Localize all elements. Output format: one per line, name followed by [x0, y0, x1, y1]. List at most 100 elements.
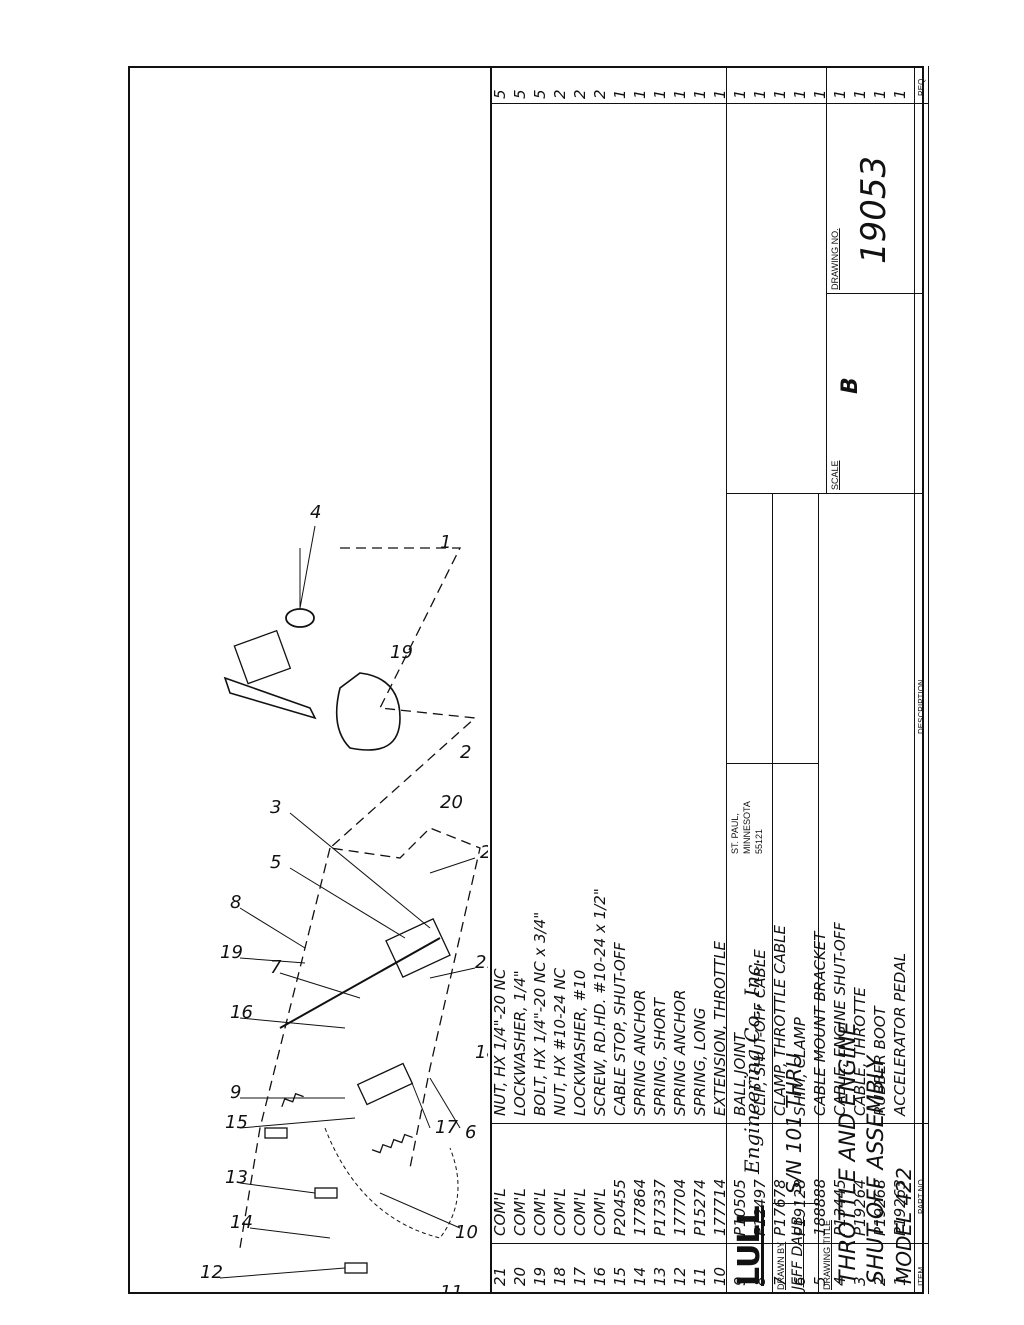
- throttle-cable-line: [279, 937, 441, 1029]
- title-line1: THROTTLE AND ENGINE: [836, 1021, 861, 1284]
- drawn-by: JEFF DAUB: [790, 1216, 806, 1290]
- callout-7: 7: [270, 957, 282, 978]
- parts-list-row: 15 P20455 CABLE STOP, SHUT-OFF 1: [610, 66, 630, 1294]
- callout-20-bottom: 20: [440, 792, 463, 813]
- required-qty: 2: [551, 89, 569, 99]
- required-qty: 5: [491, 89, 509, 99]
- item-number: 15: [611, 1266, 629, 1286]
- required-qty: 1: [691, 89, 709, 99]
- callout-19-top: 19: [220, 942, 243, 963]
- callout-13: 13: [225, 1167, 248, 1188]
- cable-mount-bracket-shape: [385, 918, 451, 978]
- callout-15: 15: [225, 1112, 248, 1133]
- fender-outline: [324, 1127, 459, 1239]
- callout-18: 18: [475, 1042, 488, 1063]
- address-line2: MINNESOTA: [742, 801, 752, 854]
- callout-12: 12: [200, 1262, 223, 1283]
- callout-5: 5: [270, 852, 281, 873]
- part-description: NUT, HX 1/4"-20 NC: [491, 968, 509, 1116]
- spring-long-shape: [371, 1133, 413, 1154]
- item-number: 17: [571, 1266, 589, 1286]
- rubber-boot-shape: [335, 672, 401, 751]
- shutoff-knob-shape: [285, 608, 315, 628]
- item-number: 13: [651, 1266, 669, 1286]
- title-block: LULL Engineering Co., Inc. ST. PAUL, MIN…: [726, 66, 924, 1294]
- callout-3: 3: [270, 797, 281, 818]
- spring-anchor-13-shape: [264, 1127, 288, 1139]
- callout-10: 10: [455, 1222, 478, 1243]
- part-number: P17337: [651, 1179, 669, 1236]
- spring-anchor-14-shape: [314, 1187, 338, 1199]
- part-description: LOCKWASHER, 1/4": [511, 970, 529, 1116]
- parts-list-row: 12 177704 SPRING ANCHOR 1: [670, 66, 690, 1294]
- required-qty: 1: [611, 89, 629, 99]
- part-number: COM'L: [591, 1188, 609, 1236]
- item-number: 12: [671, 1266, 689, 1286]
- serial-number: S/N 101 THRU: [782, 1052, 806, 1194]
- item-number: 20: [511, 1266, 529, 1286]
- address-line3: 55121: [754, 828, 764, 854]
- part-description: NUT, HX #10-24 NC: [551, 967, 569, 1116]
- callout-20-top: 20: [480, 842, 488, 863]
- callout-14: 14: [230, 1212, 253, 1233]
- parts-list-row: 17 COM'L LOCKWASHER, #10 2: [570, 66, 590, 1294]
- item-number: 16: [591, 1266, 609, 1286]
- parts-list-row: 21 COM'L NUT, HX 1/4"-20 NC 5: [490, 66, 510, 1294]
- spring-anchor-12-shape: [344, 1262, 368, 1274]
- title-line2: SHUT-OFF ASSEMBLY: [864, 1055, 889, 1284]
- required-qty: 5: [511, 89, 529, 99]
- company-name: Engineering Co., Inc.: [740, 958, 764, 1174]
- item-number: 18: [551, 1266, 569, 1286]
- parts-list-row: 13 P17337 SPRING, SHORT 1: [650, 66, 670, 1294]
- cable-route-lower: [239, 847, 331, 1249]
- parts-list-row: 18 COM'L NUT, HX #10-24 NC 2: [550, 66, 570, 1294]
- required-qty: 5: [531, 89, 549, 99]
- scale-value: B: [838, 377, 863, 394]
- callout-2: 2: [460, 742, 471, 763]
- item-number: 19: [531, 1266, 549, 1286]
- part-number: COM'L: [511, 1188, 529, 1236]
- part-number: COM'L: [571, 1188, 589, 1236]
- part-number: COM'L: [551, 1188, 569, 1236]
- required-qty: 2: [571, 89, 589, 99]
- part-description: LOCKWASHER, #10: [571, 969, 589, 1116]
- drawing-frame: [128, 66, 924, 1294]
- part-description: SPRING ANCHOR: [631, 989, 649, 1117]
- required-qty: 1: [631, 89, 649, 99]
- part-description: SCREW, RD.HD. #10-24 x 1/2": [591, 888, 609, 1116]
- drawing-title-label: DRAWING TITLE: [822, 1219, 832, 1290]
- title-line3: MODEL 422: [892, 1167, 916, 1284]
- callout-4: 4: [310, 502, 321, 523]
- callout-19-bottom: 19: [390, 642, 413, 663]
- address-line1: ST. PAUL,: [730, 813, 740, 854]
- required-qty: 1: [671, 89, 689, 99]
- part-description: BOLT, HX 1/4"-20 NC x 3/4": [531, 911, 549, 1116]
- callout-16: 16: [230, 1002, 253, 1023]
- required-qty: 1: [651, 89, 669, 99]
- part-number: COM'L: [491, 1188, 509, 1236]
- item-number: 21: [491, 1266, 509, 1286]
- parts-list-row: 19 COM'L BOLT, HX 1/4"-20 NC x 3/4" 5: [530, 66, 550, 1294]
- part-number: 177864: [631, 1178, 649, 1236]
- spring-short-shape: [281, 1092, 304, 1108]
- callout-6: 6: [465, 1122, 476, 1143]
- extension-throttle-shape: [356, 1062, 414, 1106]
- callout-11: 11: [440, 1282, 463, 1292]
- part-number: P15274: [691, 1179, 709, 1236]
- part-description: CABLE STOP, SHUT-OFF: [611, 942, 629, 1116]
- part-description: SPRING, SHORT: [651, 998, 669, 1116]
- part-description: SPRING ANCHOR: [671, 989, 689, 1117]
- drawing-no-label: DRAWING NO.: [830, 228, 840, 290]
- pedal-linkage-shape: [233, 629, 292, 685]
- callout-8: 8: [230, 892, 241, 913]
- part-number: COM'L: [531, 1188, 549, 1236]
- callout-9: 9: [230, 1082, 241, 1103]
- part-number: 177704: [671, 1178, 689, 1236]
- callout-21-top: 21: [475, 952, 488, 973]
- part-number: P20455: [611, 1179, 629, 1236]
- scale-label: SCALE: [830, 460, 840, 490]
- exploded-assembly-diagram: 4 3 5 8 19 7 16 9 15 13 14 12 20 21 18 1…: [200, 502, 488, 1292]
